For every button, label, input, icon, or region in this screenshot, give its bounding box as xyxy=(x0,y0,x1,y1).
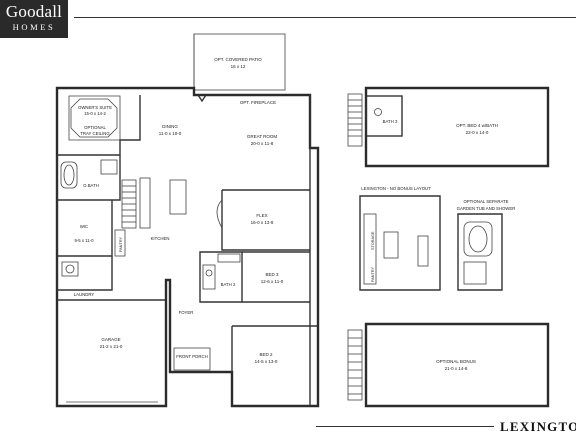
owner-bath-walls xyxy=(56,155,121,201)
bath2-walls xyxy=(199,251,243,303)
flex-label: FLEX xyxy=(256,213,267,218)
great-room-label: GREAT ROOM xyxy=(247,134,278,139)
no-bonus-island xyxy=(417,235,429,267)
bed3-dims: 12-6 x 11-0 xyxy=(261,279,284,284)
bed3-walls xyxy=(242,251,310,303)
main-exterior-walls xyxy=(55,86,320,408)
bath2-vanity xyxy=(217,253,241,263)
kitchen-label: KITCHEN xyxy=(151,236,170,241)
bed2-walls xyxy=(231,325,318,372)
flex-dims: 16-0 x 13-8 xyxy=(251,220,274,225)
owner-suite-dims: 15-0 x 14-2 xyxy=(84,111,106,116)
tray-ceiling-outline xyxy=(68,95,121,141)
storage-label: STORAGE xyxy=(371,231,375,250)
header-rule xyxy=(74,17,576,18)
patio-outline xyxy=(193,33,286,91)
footer-rule xyxy=(316,426,494,427)
washer xyxy=(61,261,79,277)
foyer-label: FOYER xyxy=(179,310,194,315)
bed4-stairs xyxy=(347,93,363,147)
great-room-dims: 20-0 x 11-8 xyxy=(251,141,274,146)
fireplace-label: OPT. FIREPLACE xyxy=(240,100,276,105)
garden-tub xyxy=(463,221,493,257)
laundry-label: LAUNDRY xyxy=(74,292,95,297)
goodall-homes-logo: Goodall HOMES xyxy=(0,0,68,38)
bed4-exterior xyxy=(364,86,550,168)
owner-bath-label: O.BATH xyxy=(83,183,99,188)
bonus-stairs xyxy=(347,329,363,401)
garden-shower xyxy=(463,261,487,285)
flex-walls xyxy=(221,189,310,251)
wic-label: WIC xyxy=(80,224,88,229)
bath3-toilet xyxy=(374,108,382,116)
patio-dims: 16 x 12 xyxy=(231,64,246,69)
owner-suite-label: OWNER'S SUITE xyxy=(78,105,112,110)
front-porch-outline xyxy=(173,347,211,371)
kitchen-counter xyxy=(139,177,151,229)
tray-ceiling-label-2: TRAY CEILING xyxy=(80,131,110,136)
dining-label: DINING xyxy=(162,124,178,129)
tray-ceiling-label-1: OPTIONAL xyxy=(84,125,106,130)
bath2-tub xyxy=(202,264,216,290)
bonus-dims: 21-0 x 14-8 xyxy=(445,366,468,371)
garden-tub-title-1: OPTIONAL SEPARATE xyxy=(463,199,508,204)
bonus-exterior xyxy=(364,322,550,408)
pantry-alt-label: PANTRY xyxy=(371,266,375,282)
stairs-main xyxy=(121,179,137,229)
garden-tub-outline xyxy=(457,213,503,291)
bath2-label: BATH 2 xyxy=(221,282,236,287)
owner-tub-basin xyxy=(63,164,75,186)
brand-sub: HOMES xyxy=(12,22,56,32)
wic-walls xyxy=(56,200,113,257)
bath3-label: BATH 3 xyxy=(383,119,398,124)
pantry-label: PANTRY xyxy=(119,236,123,252)
tray-ceiling-octagon xyxy=(70,98,118,138)
flex-door-arc xyxy=(216,199,223,229)
owner-shower xyxy=(100,159,118,175)
laundry-walls xyxy=(56,256,113,291)
wic-dims: 9-5 x 11-0 xyxy=(74,238,94,243)
no-bonus-stair xyxy=(363,213,377,285)
brand-name: Goodall xyxy=(5,2,63,21)
garage-label: GARAGE xyxy=(101,337,120,342)
bed3-label: BED 3 xyxy=(265,272,279,277)
model-name: LEXINGTON xyxy=(500,419,576,434)
front-porch-label: FRONT PORCH xyxy=(176,354,207,359)
bed4-label: OPT. BED 4 w/BATH xyxy=(456,123,498,128)
bath3-walls xyxy=(365,95,403,137)
kitchen-island xyxy=(169,179,187,215)
no-bonus-title: LEXINGTON - NO BONUS LAYOUT xyxy=(361,186,431,191)
bed2-dims: 14-5 x 13-0 xyxy=(255,359,278,364)
garage-dims: 21-2 x 21-0 xyxy=(100,344,123,349)
patio-label: OPT. COVERED PATIO xyxy=(214,57,262,62)
garden-tub-basin xyxy=(468,225,488,253)
bed2-label: BED 2 xyxy=(259,352,273,357)
garden-tub-title-2: GARDEN TUB AND SHOWER xyxy=(457,206,516,211)
bonus-label: OPTIONAL BONUS xyxy=(436,359,476,364)
washer-drum xyxy=(65,264,75,274)
bed4-dims: 22-0 x 14-0 xyxy=(466,130,489,135)
bath2-toilet xyxy=(205,269,213,277)
owner-tub xyxy=(60,161,78,189)
no-bonus-counter xyxy=(383,231,399,259)
dining-dims: 11-0 x 10-0 xyxy=(159,131,182,136)
pantry-box xyxy=(114,229,126,257)
no-bonus-outline xyxy=(359,195,441,291)
